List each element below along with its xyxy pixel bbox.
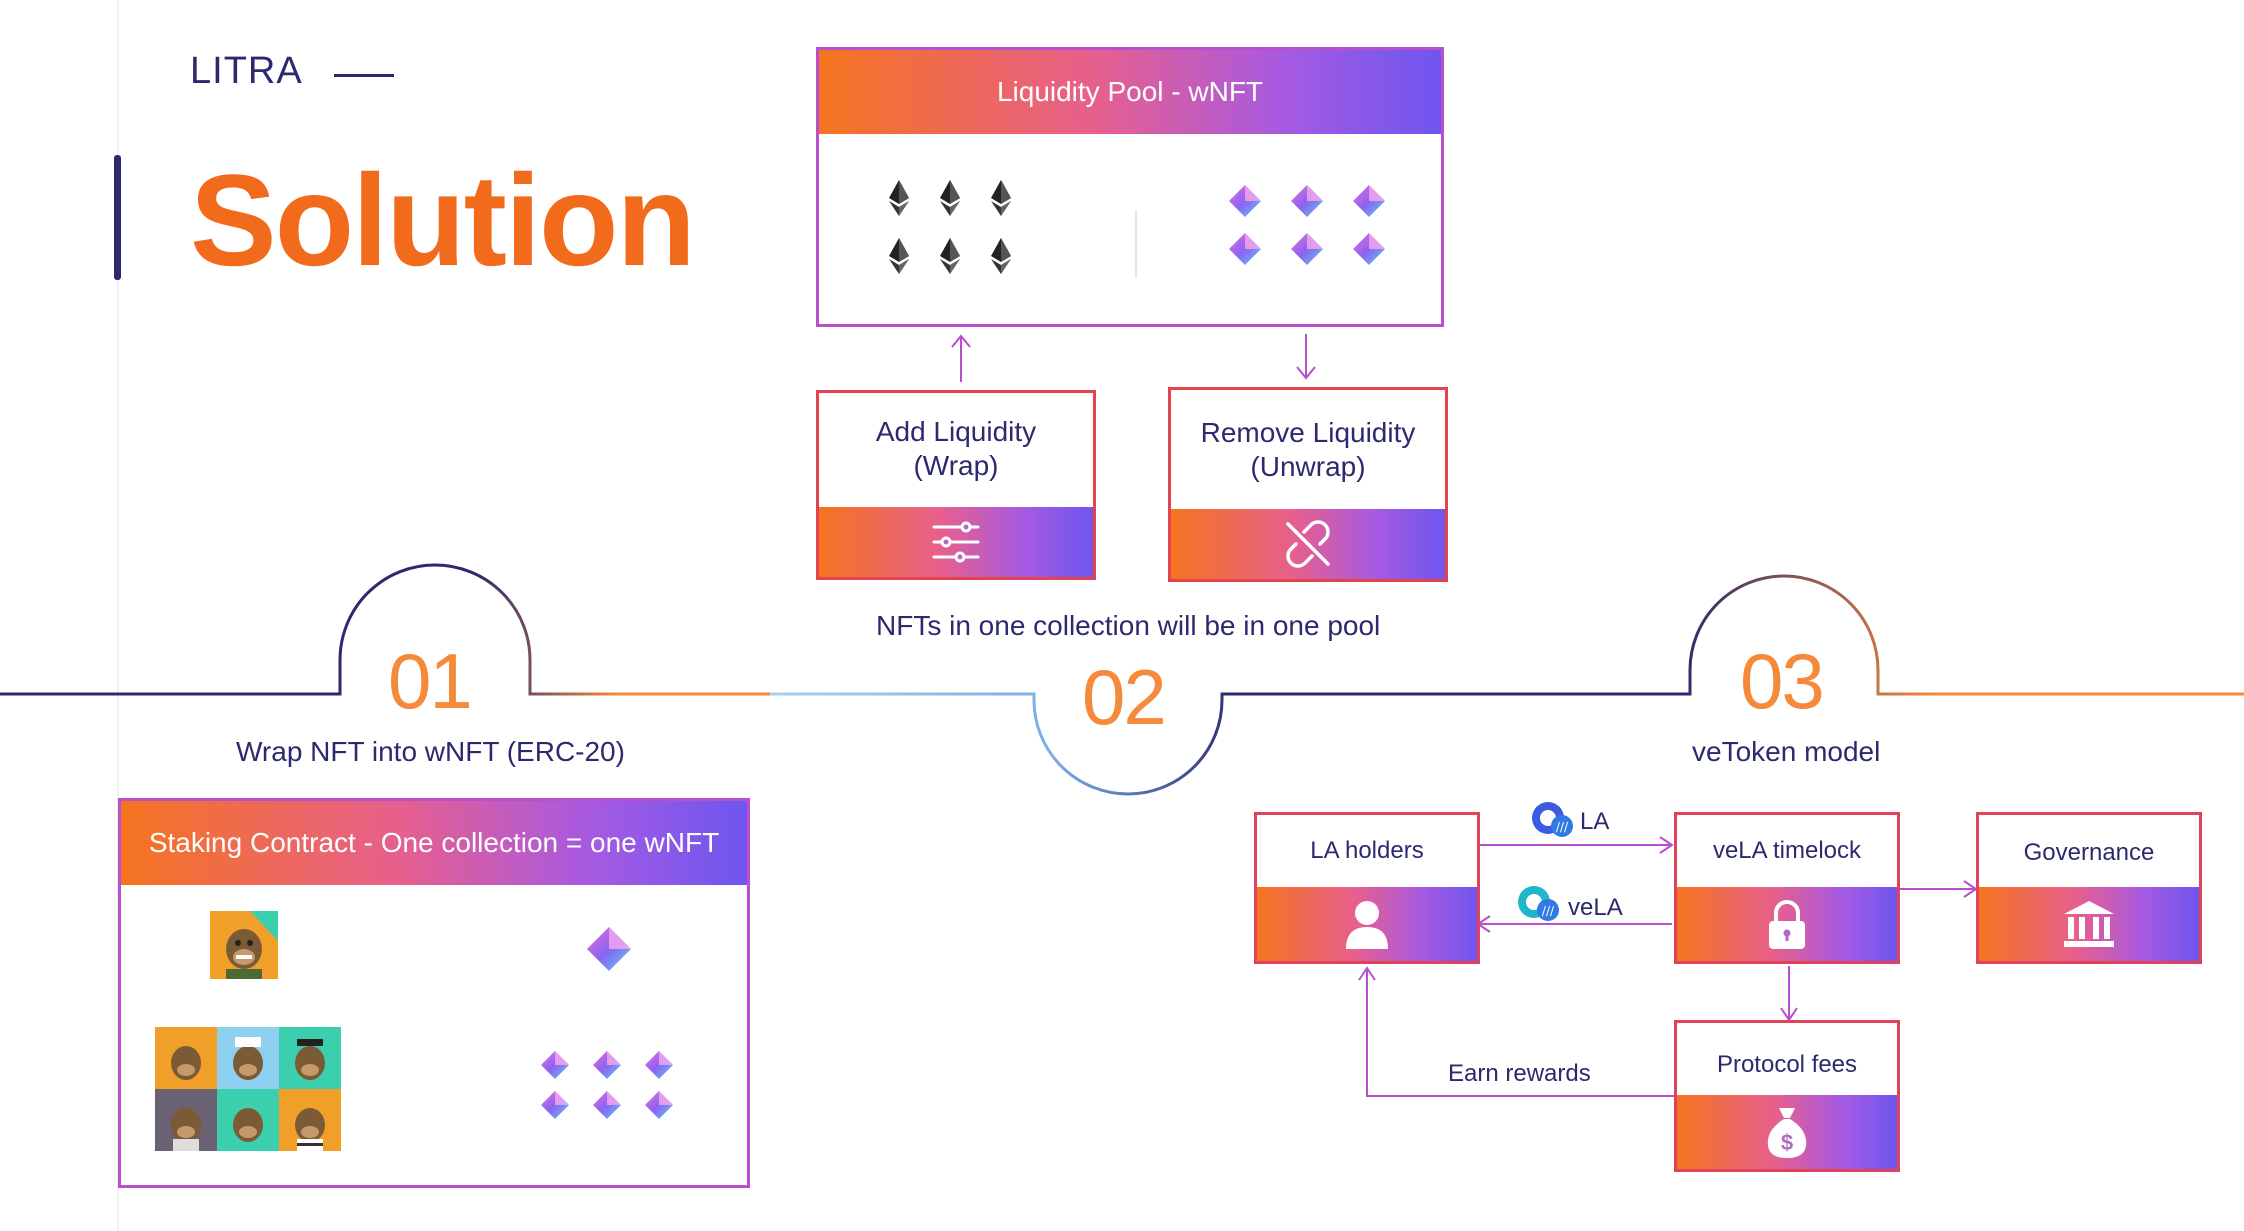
page-title: Solution: [190, 147, 696, 293]
remove-liquidity-sublabel: (Unwrap): [1250, 451, 1366, 482]
governance-box: Governance: [1976, 812, 2202, 964]
vela-token-icon: ///: [1518, 886, 1559, 921]
vela-timelock-box: veLA timelock: [1674, 812, 1900, 964]
la-flow-label: LA: [1580, 808, 1610, 835]
sliders-icon: [932, 521, 980, 563]
add-liquidity-footer: [819, 507, 1093, 577]
governance-label: Governance: [2023, 839, 2155, 866]
pool-divider: [1135, 210, 1137, 278]
nft-ape-collection-grid: [155, 1027, 341, 1151]
pool-caption: NFTs in one collection will be in one po…: [876, 610, 1381, 641]
wnft-token-icon-grid: [1229, 185, 1385, 265]
step-number-02: 02: [1082, 653, 1167, 741]
step-03-caption: veToken model: [1692, 736, 1881, 767]
wnft-token-icon: [587, 927, 631, 971]
brand-dash: [334, 74, 394, 77]
step-number-01: 01: [388, 637, 473, 725]
brand-label: LITRA: [190, 50, 303, 92]
remove-liquidity-footer: [1171, 509, 1445, 579]
vela-timelock-label: veLA timelock: [1712, 837, 1862, 864]
la-holders-box: LA holders: [1254, 812, 1480, 964]
user-icon: [1346, 901, 1388, 949]
nft-ape-thumbnail: [210, 911, 278, 979]
title-accent-bar: [114, 155, 121, 280]
remove-liquidity-card: Remove Liquidity (Unwrap): [1168, 387, 1448, 582]
svg-text:///: ///: [1556, 820, 1569, 834]
la-token-icon: ///: [1532, 802, 1573, 837]
protocol-fees-box: Protocol fees $: [1674, 1020, 1900, 1172]
staking-contract-box: Staking Contract - One collection = one …: [118, 798, 750, 1188]
step-01-caption: Wrap NFT into wNFT (ERC-20): [236, 736, 625, 767]
add-liquidity-card: Add Liquidity (Wrap): [816, 390, 1096, 580]
svg-text:///: ///: [1542, 904, 1555, 918]
vela-flow-label: veLA: [1568, 894, 1623, 921]
protocol-fees-footer: $: [1677, 1095, 1897, 1169]
unlink-icon: [1286, 520, 1330, 568]
liquidity-pool-title: Liquidity Pool - wNFT: [819, 50, 1441, 134]
vela-timelock-footer: [1677, 887, 1897, 961]
la-holders-footer: [1257, 887, 1477, 961]
protocol-fees-label: Protocol fees: [1716, 1051, 1858, 1078]
lock-icon: [1769, 900, 1805, 949]
wnft-token-icon-group: [541, 1051, 673, 1119]
step-number-03: 03: [1740, 637, 1825, 725]
liquidity-pool-box: Liquidity Pool - wNFT: [816, 47, 1444, 327]
governance-footer: [1979, 887, 2199, 961]
money-bag-icon: $: [1767, 1108, 1807, 1158]
add-liquidity-label: Add Liquidity: [875, 416, 1037, 447]
ethereum-icon-grid: [889, 180, 1011, 274]
la-holders-label: LA holders: [1310, 837, 1424, 864]
bank-icon: [2064, 901, 2114, 947]
earn-rewards-label: Earn rewards: [1448, 1060, 1591, 1087]
staking-contract-title: Staking Contract - One collection = one …: [121, 801, 747, 885]
svg-text:$: $: [1781, 1130, 1793, 1155]
add-liquidity-sublabel: (Wrap): [913, 450, 999, 481]
remove-liquidity-label: Remove Liquidity: [1200, 417, 1416, 448]
